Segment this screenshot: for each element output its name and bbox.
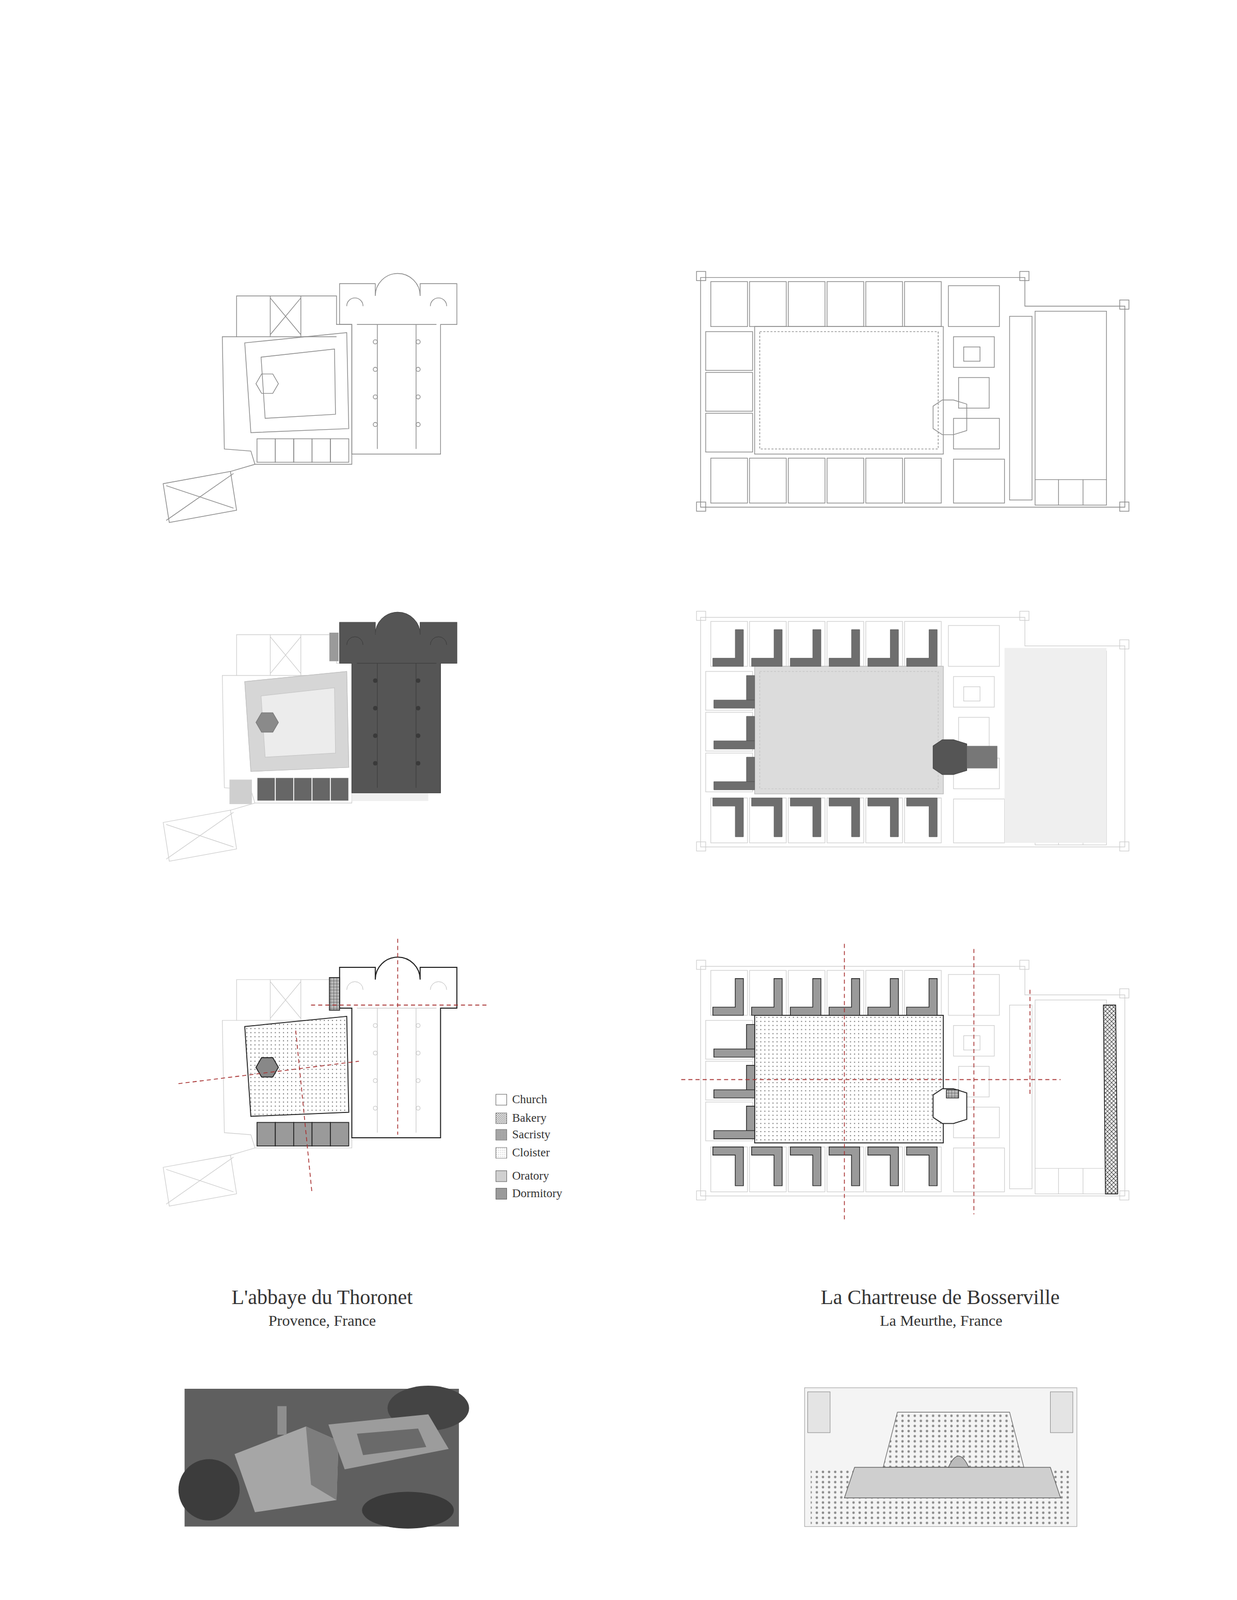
faint-plan (696, 610, 1130, 851)
legend-swatch (495, 1169, 507, 1182)
axis-line (310, 1004, 488, 1006)
trees (178, 1458, 241, 1520)
legend-swatch (495, 1187, 507, 1199)
legend-text: Sacristy (512, 1127, 551, 1141)
church-code (932, 1088, 967, 1123)
thoronet-aerial-photo (178, 1385, 470, 1529)
legend-row: Church (495, 1092, 548, 1106)
site-title-box: L'abbaye du Thoronet (231, 1285, 414, 1309)
sacristy-shade (329, 632, 339, 661)
cartouche (807, 1391, 830, 1433)
bosserville-plan-row3 (696, 959, 1130, 1200)
axis-line (295, 1030, 313, 1194)
faint-plan (696, 959, 1130, 1200)
light-area (229, 779, 252, 804)
legend-swatch (495, 1112, 507, 1124)
church-shade (932, 739, 967, 774)
legend-swatch (495, 1146, 507, 1159)
thoronet-plan-row3 (163, 956, 457, 1206)
dormitory-code (257, 1121, 350, 1146)
cloister-code (244, 1016, 349, 1117)
site-title: La Chartreuse de Bosserville (820, 1285, 1060, 1309)
legend-swatch-fill (496, 1112, 507, 1123)
thoronet-plan-row1 (163, 273, 457, 523)
faint-plan (163, 956, 457, 1206)
trees (361, 1491, 454, 1529)
axis-line (397, 938, 399, 1135)
engraving-ground (804, 1387, 1077, 1527)
church-dome (948, 1455, 970, 1467)
site-location-box: La Meurthe, France (879, 1311, 1003, 1329)
legend-text: Bakery (512, 1111, 547, 1124)
axis-line (1029, 989, 1031, 1097)
legend-row: Dormitory (495, 1186, 563, 1200)
faint-plan (163, 611, 457, 861)
site-location: La Meurthe, France (879, 1311, 1003, 1329)
cloister-walk-shade (244, 671, 349, 772)
legend-row: Cloister (495, 1145, 550, 1159)
site-location: Provence, France (268, 1311, 376, 1329)
cloister-roof (328, 1413, 449, 1469)
cartouche (1050, 1391, 1073, 1433)
legend-swatch-fill (496, 1128, 507, 1140)
church-shade (339, 611, 457, 793)
legend-row: Sacristy (495, 1127, 551, 1141)
axis-lines (178, 938, 1061, 1219)
oratory-code (256, 1057, 279, 1077)
site-title-box: La Chartreuse de Bosserville (820, 1285, 1060, 1309)
church-code (339, 956, 457, 1138)
main-building (844, 1466, 1061, 1498)
church-shade (966, 745, 998, 768)
bakery-code (1103, 1004, 1118, 1194)
cloister-shade (754, 665, 944, 794)
legend-text: Church (512, 1092, 548, 1106)
axis-line (178, 1060, 360, 1084)
church-detail (346, 981, 448, 1133)
bell-tower (277, 1405, 287, 1435)
legend-text: Dormitory (512, 1186, 563, 1200)
courtyard (883, 1411, 1025, 1467)
legend-text: Cloister (512, 1145, 550, 1159)
legend-swatch (495, 1128, 507, 1140)
light-area (1004, 647, 1107, 843)
site-location-box: Provence, France (268, 1311, 376, 1329)
dormitory-code (712, 978, 938, 1186)
rooms-shade (257, 777, 350, 801)
bosserville-plan-row1 (696, 271, 1130, 512)
church-roof (234, 1425, 339, 1512)
site-title: L'abbaye du Thoronet (231, 1285, 414, 1309)
axis-line (680, 1079, 1061, 1081)
church-detail-shade (346, 636, 448, 788)
oratory-shade (712, 629, 938, 837)
cloister-code (754, 1015, 944, 1143)
bosserville-engraving (804, 1387, 1077, 1527)
axis-line (973, 948, 975, 1214)
thoronet-plan-row2 (163, 611, 457, 861)
cloister-garth (356, 1428, 426, 1455)
gallery-shade (759, 671, 939, 789)
legend-swatch-fill (496, 1146, 507, 1158)
bosserville-plan-row2 (696, 610, 1130, 851)
legend-text: Oratory (512, 1168, 550, 1182)
sacristy-code (946, 1089, 959, 1098)
legend-swatch (495, 1093, 507, 1105)
axis-line (844, 943, 846, 1219)
legend-row: Oratory (495, 1168, 550, 1182)
lavabo-shade (256, 712, 279, 733)
legend-row: Bakery (495, 1111, 547, 1124)
